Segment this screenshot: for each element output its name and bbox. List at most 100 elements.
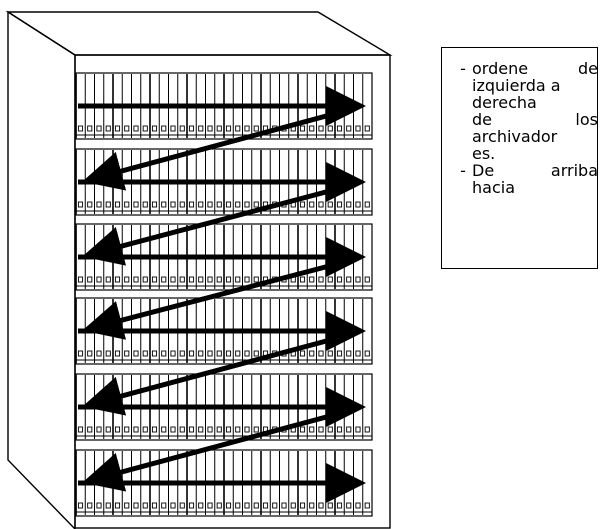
binder-label (170, 426, 176, 433)
binder-label (179, 350, 185, 357)
binder-label (364, 350, 370, 357)
binder-label (96, 426, 102, 433)
binder-label (170, 502, 176, 509)
binder-label (346, 426, 352, 433)
binder-label (336, 426, 343, 433)
binder-label (244, 201, 250, 208)
binder-label (272, 502, 278, 509)
cabinet (5, 10, 393, 529)
binder-label (179, 426, 185, 433)
instruction-list: - ordene de izquierda a derecha de los a… (454, 60, 599, 196)
binder-label (299, 426, 306, 433)
binder-label (327, 201, 333, 208)
instruction-body: De arriba hacia (472, 162, 598, 196)
binder-label (318, 201, 324, 208)
binder-label (142, 502, 148, 509)
binder-label (188, 502, 195, 509)
binder-label (170, 125, 176, 132)
binder-label (253, 125, 259, 132)
binder-label (161, 125, 167, 132)
binder-label (299, 276, 306, 283)
binder-label (151, 125, 158, 132)
binder-label (142, 125, 148, 132)
binder-label (142, 276, 148, 283)
binder-label (346, 125, 352, 132)
binder-label (114, 201, 121, 208)
binder-label (77, 502, 84, 509)
binder-label (151, 426, 158, 433)
binder-label (364, 426, 370, 433)
instruction-item-1: - ordene de izquierda a derecha de los a… (454, 60, 599, 162)
binder-label (253, 426, 259, 433)
binder-label (318, 426, 324, 433)
binder-label (124, 350, 130, 357)
binder-label (235, 502, 241, 509)
binder-label (346, 201, 352, 208)
binder-label (216, 276, 222, 283)
binder-label (318, 125, 324, 132)
binder-label (179, 276, 185, 283)
binder-label (336, 125, 343, 132)
binder-label (244, 350, 250, 357)
binder-label (77, 350, 84, 357)
binder-label (346, 502, 352, 509)
binder-label (77, 125, 84, 132)
binder-label (188, 350, 195, 357)
binder-label (253, 276, 259, 283)
binder-label (133, 350, 139, 357)
binder-label (244, 426, 250, 433)
binder-label (142, 350, 148, 357)
binder-label (188, 276, 195, 283)
return-arrow (82, 256, 357, 340)
instruction-line: de los (472, 110, 598, 129)
binder-label (77, 276, 84, 283)
instruction-line: archivador (472, 127, 558, 146)
instruction-line: izquierda a (472, 76, 561, 95)
binder-label (105, 426, 111, 433)
binder-label (253, 350, 259, 357)
binder-label (299, 502, 306, 509)
binder-label (346, 276, 352, 283)
binder-label (336, 502, 343, 509)
binder-label (244, 125, 250, 132)
binder-label (188, 426, 195, 433)
binder-label (96, 125, 102, 132)
binder-label (105, 276, 111, 283)
binder-label (355, 125, 361, 132)
binder-label (87, 201, 93, 208)
binder-label (253, 502, 259, 509)
binder-label (198, 201, 204, 208)
binder-label (355, 426, 361, 433)
instruction-line: derecha (472, 93, 537, 112)
binder-label (336, 276, 343, 283)
binder-label (161, 276, 167, 283)
binder-label (96, 276, 102, 283)
instruction-line: es. (472, 144, 496, 163)
binder-label (327, 350, 333, 357)
binder-label (124, 426, 130, 433)
binder-label (235, 125, 241, 132)
instruction-body: ordene de izquierda a derecha de los arc… (472, 60, 598, 162)
binder-label (309, 276, 315, 283)
instruction-item-2: - De arriba hacia (454, 162, 599, 196)
binder-label (114, 350, 121, 357)
binder-label (170, 350, 176, 357)
binder-label (198, 125, 204, 132)
binder-label (225, 276, 232, 283)
binder-label (309, 426, 315, 433)
return-arrow (82, 181, 357, 266)
binder-label (225, 350, 232, 357)
binder-label (161, 350, 167, 357)
binder-label (309, 502, 315, 509)
binder-label (216, 350, 222, 357)
binder-label (318, 350, 324, 357)
cabinet-side (7, 10, 76, 529)
binder-label (225, 201, 232, 208)
binder-label (151, 350, 158, 357)
binder-label (244, 502, 250, 509)
binder-label (235, 276, 241, 283)
binder-label (364, 276, 370, 283)
binder-label (207, 426, 213, 433)
binder-label (105, 125, 111, 132)
